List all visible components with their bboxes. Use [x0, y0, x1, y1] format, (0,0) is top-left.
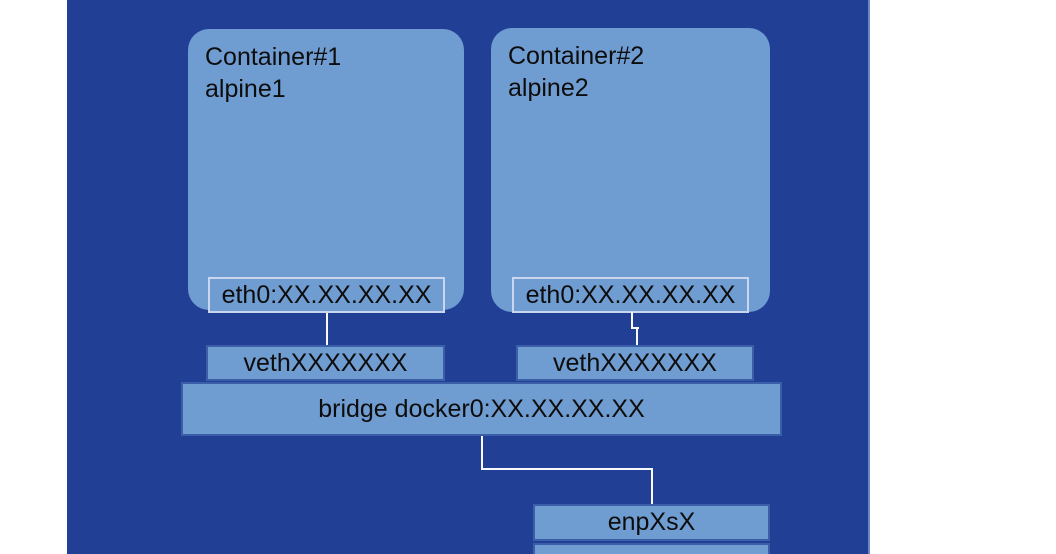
container2-subtitle: alpine2 [508, 74, 589, 102]
connector-eth2-veth2-segment-a [631, 312, 633, 329]
container2-eth0-label: eth0:XX.XX.XX.XX [525, 280, 736, 309]
container2-eth0-box: eth0:XX.XX.XX.XX [512, 277, 749, 313]
container1-eth0-box: eth0:XX.XX.XX.XX [208, 277, 445, 313]
veth2-box: vethXXXXXXX [516, 345, 754, 381]
container1-eth0-label: eth0:XX.XX.XX.XX [221, 280, 432, 309]
connector-bridge-enp-segment-b [481, 468, 653, 470]
host-bottom-box [533, 543, 770, 554]
connector-eth1-veth1 [326, 313, 328, 345]
connector-eth2-veth2-segment-c [636, 327, 638, 345]
connector-bridge-enp-segment-c [651, 468, 653, 504]
veth2-label: vethXXXXXXX [553, 348, 717, 377]
container1-box: Container#1 alpine1 [188, 29, 464, 310]
veth1-box: vethXXXXXXX [206, 345, 445, 381]
container1-subtitle: alpine1 [205, 75, 286, 103]
bridge-docker0-box: bridge docker0:XX.XX.XX.XX [181, 382, 782, 436]
veth1-label: vethXXXXXXX [243, 348, 408, 377]
connector-eth2-veth2-segment-b [631, 327, 639, 329]
bridge-docker0-label: bridge docker0:XX.XX.XX.XX [318, 394, 645, 423]
connector-bridge-enp-segment-a [481, 436, 483, 470]
host-interface-box: enpXsX [533, 504, 770, 541]
slide-background: Container#1 alpine1 Container#2 alpine2 … [67, 0, 870, 554]
container1-title-block: Container#1 alpine1 [188, 29, 464, 105]
container2-title-block: Container#2 alpine2 [491, 28, 770, 104]
container2-box: Container#2 alpine2 [491, 28, 770, 312]
container1-title: Container#1 [205, 43, 342, 71]
container2-title: Container#2 [508, 42, 645, 70]
host-interface-label: enpXsX [607, 508, 696, 536]
